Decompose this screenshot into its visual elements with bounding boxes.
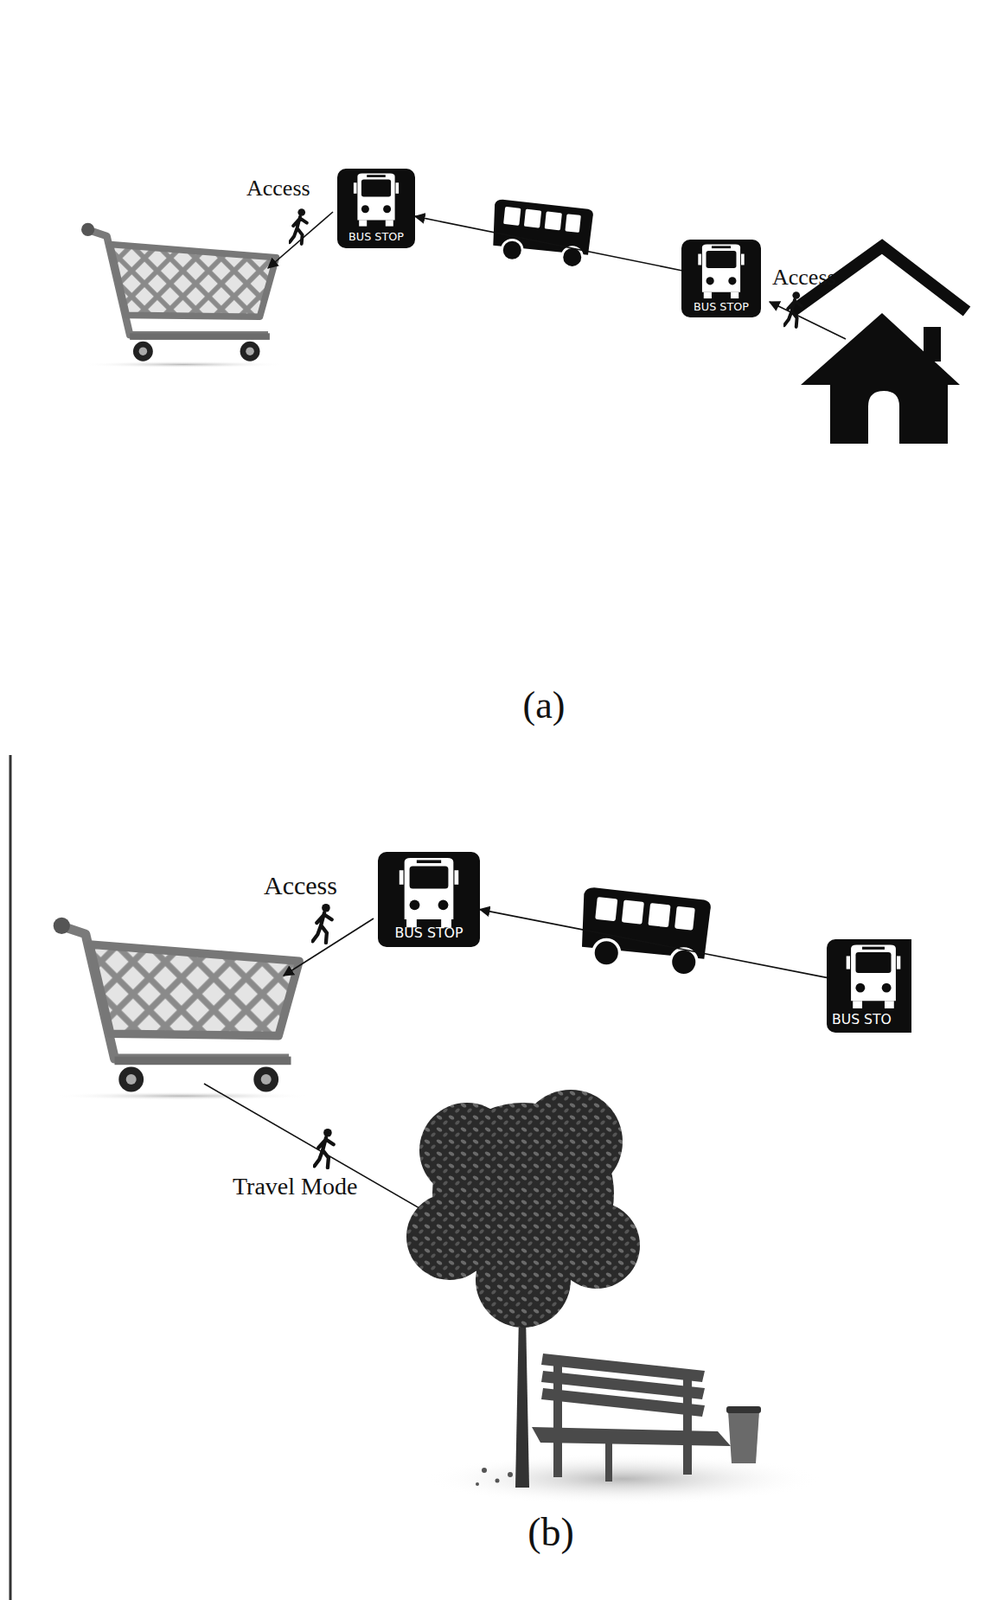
annotation-text: Access <box>263 870 338 901</box>
bus-stop-text: BUS STO <box>831 1010 912 1028</box>
panel-label: (a) <box>523 683 566 728</box>
panel-label: (b) <box>527 1508 575 1555</box>
annotation-text: Access <box>246 175 311 202</box>
bus-stop-text: BUS STOP <box>681 300 761 314</box>
bus-route-arrow <box>415 216 682 271</box>
bus-stop-sign: BUS STO <box>826 939 912 1033</box>
bus-stop-sign: BUS STOP <box>681 239 761 318</box>
bus-stop-sign: BUS STOP <box>337 168 416 249</box>
annotation-text: Travel Mode <box>232 1172 358 1201</box>
annotation-text: Access <box>772 264 837 291</box>
bus-stop-sign: BUS STOP <box>377 851 480 947</box>
bus-stop-text: BUS STOP <box>377 924 480 941</box>
bus-stop-text: BUS STOP <box>337 230 416 243</box>
bus-route-arrow <box>479 909 827 979</box>
